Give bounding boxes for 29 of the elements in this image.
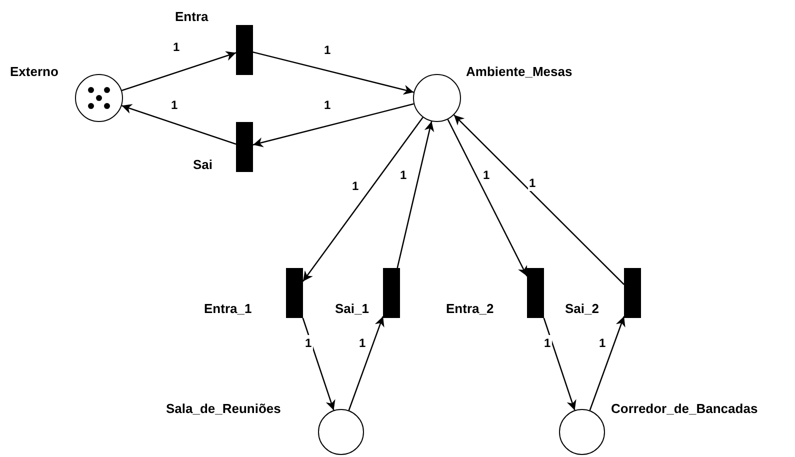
transition-bar xyxy=(236,25,253,75)
node-label: Sala_de_Reuniões xyxy=(166,401,281,417)
arrow xyxy=(447,119,528,276)
transition-bar xyxy=(527,268,544,318)
node-label: Sai_1 xyxy=(335,301,369,317)
transition-bar xyxy=(236,122,253,172)
node-label: Sai xyxy=(193,157,213,173)
node-label: Entra xyxy=(175,9,208,25)
arrow xyxy=(454,114,624,285)
arrow xyxy=(302,318,336,410)
transition-bar xyxy=(383,268,400,318)
arrow xyxy=(252,103,414,148)
arrow xyxy=(122,51,236,92)
arrow xyxy=(543,318,576,410)
arrow xyxy=(396,121,434,268)
arrow xyxy=(122,104,236,145)
transition-bar xyxy=(286,268,303,318)
edge-label: 1 xyxy=(304,335,313,351)
node-label: Sai_2 xyxy=(565,301,599,317)
arrow xyxy=(302,117,424,282)
arrow xyxy=(589,316,626,411)
node-label: Entra_2 xyxy=(446,301,494,317)
node-label: Entra_1 xyxy=(204,301,252,317)
node-label: Externo xyxy=(10,64,58,80)
node-label: Ambiente_Mesas xyxy=(466,64,572,80)
arrow xyxy=(348,316,384,411)
arrow xyxy=(252,51,414,95)
transition-bar xyxy=(624,268,641,318)
node-label: Corredor_de_Bancadas xyxy=(611,401,758,417)
